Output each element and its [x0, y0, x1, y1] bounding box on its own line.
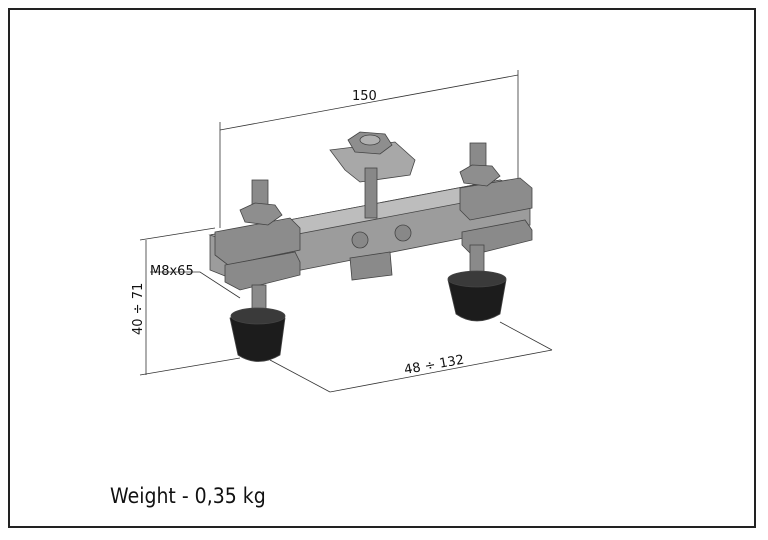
drawing-frame [8, 8, 756, 528]
clamp-part [208, 131, 533, 362]
dim-spacing-label: 48 ÷ 132 [403, 353, 465, 378]
dim-height-label: 40 ÷ 71 [131, 283, 146, 335]
dim-length-label: 150 [352, 89, 377, 104]
dimension-lines [139, 70, 553, 393]
bolt-label: M8x65 [150, 264, 194, 279]
weight-label: Weight - 0,35 kg [110, 484, 266, 508]
